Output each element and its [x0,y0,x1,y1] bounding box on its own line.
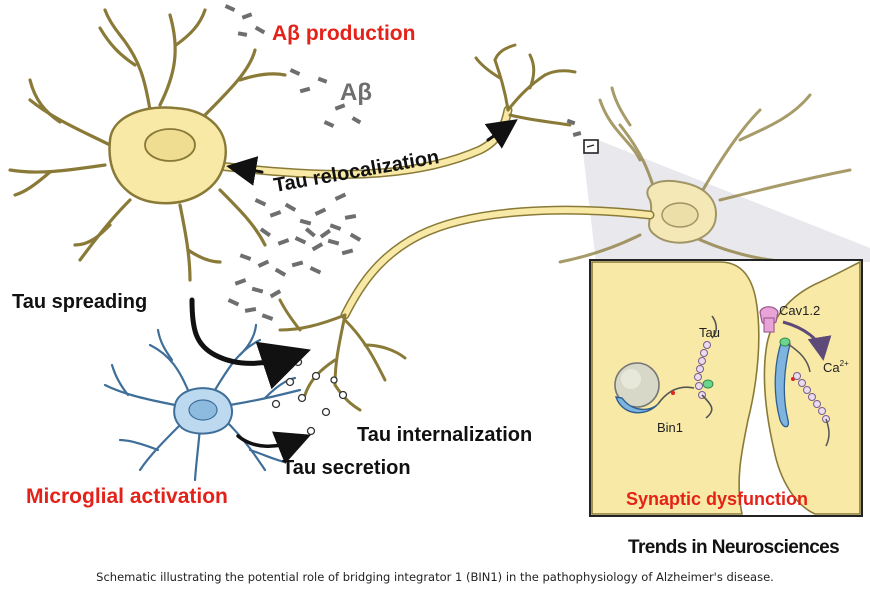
journal-name: Trends in Neurosciences [628,537,839,558]
inset-label-tau: Tau [699,325,720,340]
label-tau-secretion: Tau secretion [282,457,411,479]
tau-chain-left [694,341,711,399]
abeta-fragments [224,4,582,321]
label-tau-relocalization: Tau relocalization [272,146,441,197]
arrows [189,119,518,465]
inset-label-cav12: Cav1.2 [779,303,820,318]
figure-caption: Schematic illustrating the potential rol… [96,570,774,584]
bin1-shape [614,396,659,414]
zoom-marker-box [583,139,599,154]
label-abeta-production: Aβ production [272,22,415,45]
background-neuron [558,86,852,264]
inset-label-bin1: Bin1 [657,420,683,435]
synapse-inset: Tau Bin1 Cav1.2 Ca2+ Synaptic dysfunctio… [589,259,863,517]
tau-relocalization-arrow-right [484,119,518,149]
tau-chain-right [793,372,830,423]
inset-label-calcium: Ca2+ [823,359,849,375]
tau-spreading-arrow [189,297,311,390]
magnification-cone [583,140,870,262]
label-microglial-activation: Microglial activation [26,485,228,508]
calcium-arrow [782,320,832,361]
label-synaptic-dysfunction: Synaptic dysfunction [626,489,808,509]
tau-secretion-arrow [236,431,312,465]
source-neuron [8,8,577,282]
label-abeta: Aβ [340,79,372,106]
label-tau-spreading: Tau spreading [12,291,147,313]
tau-relocalization-arrow-left [226,156,264,186]
label-tau-internalization: Tau internalization [357,424,532,446]
